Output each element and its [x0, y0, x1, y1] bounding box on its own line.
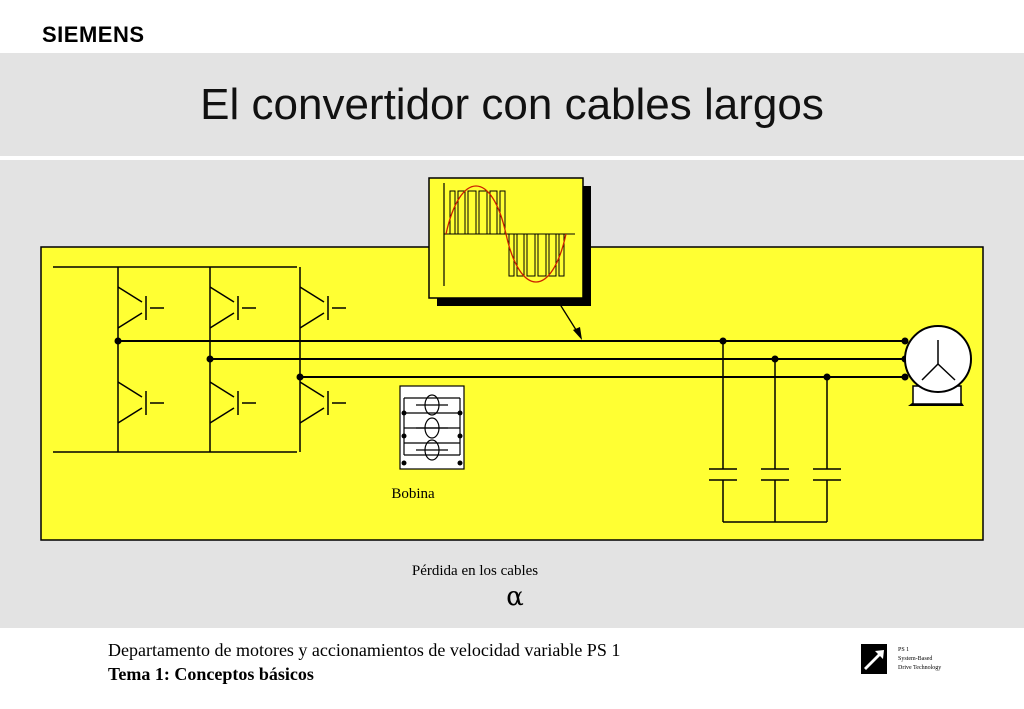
pointer-arrow: [555, 297, 582, 340]
footer-department: Departamento de motores y accionamientos…: [108, 640, 621, 660]
pwm-waveform-box: [428, 177, 591, 306]
logo-caption: PS 1 System-Based Drive Technology: [898, 646, 941, 673]
footer-topic: Tema 1: Conceptos básicos: [108, 664, 314, 684]
page-title: El convertidor con cables largos: [200, 80, 824, 129]
drive-technology-logo-icon: [861, 644, 887, 674]
three-phase-cables: [118, 340, 905, 378]
sine-wave: [445, 185, 567, 283]
coil-icon: [399, 385, 465, 470]
logo-line-3: Drive Technology: [898, 665, 942, 671]
cable-capacitances: [709, 341, 841, 523]
inverter-bridge: [53, 266, 346, 453]
title-band: [0, 53, 1024, 156]
siemens-logo: SIEMENS: [42, 22, 145, 47]
coil-label: Bobina: [391, 486, 435, 502]
inverter-leg-1: [117, 267, 164, 452]
cable-loss-label: Pérdida en los cables: [412, 563, 538, 579]
inverter-leg-2: [209, 267, 256, 452]
logo-line-2: System-Based: [898, 656, 933, 662]
alpha-symbol: α: [506, 582, 524, 612]
logo-line-1: PS 1: [898, 647, 910, 653]
motor-icon: [904, 325, 972, 406]
pwm-pulses: [449, 190, 565, 277]
